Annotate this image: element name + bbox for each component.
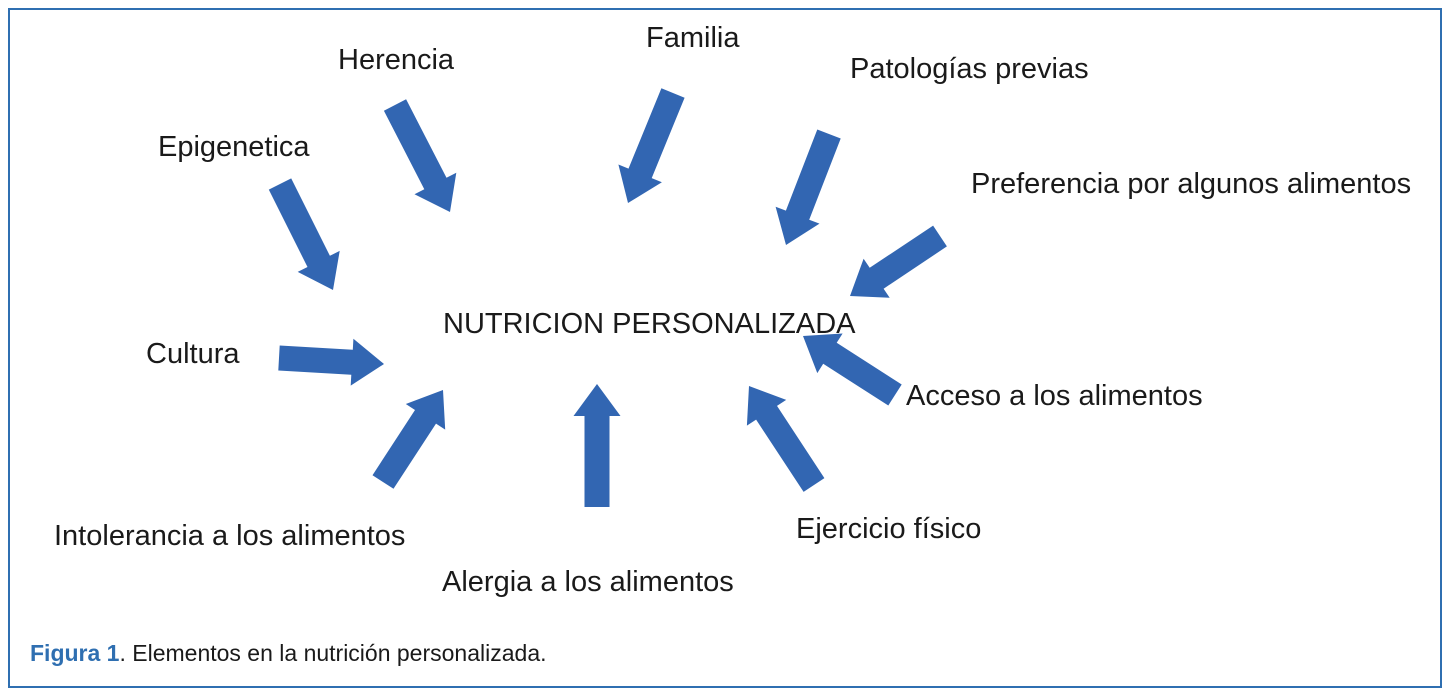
factor-label-intolerancia: Intolerancia a los alimentos: [54, 520, 406, 552]
center-label: NUTRICION PERSONALIZADA: [443, 308, 856, 340]
factor-label-alergia: Alergia a los alimentos: [442, 566, 734, 598]
arrow-patologias: [775, 129, 841, 245]
figure-frame: [8, 8, 1442, 688]
arrow-epigenetica: [268, 178, 340, 290]
factor-label-ejercicio: Ejercicio físico: [796, 513, 982, 545]
factor-label-acceso: Acceso a los alimentos: [906, 380, 1203, 412]
figure-caption: Figura 1. Elementos en la nutrición pers…: [30, 640, 547, 667]
arrow-intolerancia: [372, 390, 446, 489]
factor-label-preferencia: Preferencia por algunos alimentos: [971, 168, 1412, 200]
arrow-herencia: [383, 99, 457, 212]
factor-label-familia: Familia: [646, 22, 740, 54]
arrow-ejercicio: [746, 386, 825, 492]
caption-figure-label: Figura 1: [30, 640, 120, 666]
factor-label-patologias: Patologías previas: [850, 53, 1089, 85]
caption-text: . Elementos en la nutrición personalizad…: [119, 640, 547, 666]
factor-label-epigenetica: Epigenetica: [158, 131, 310, 163]
arrow-preferencia: [850, 225, 947, 298]
arrow-alergia: [573, 384, 621, 507]
factor-label-cultura: Cultura: [146, 338, 240, 370]
arrow-acceso: [803, 333, 902, 406]
factor-label-herencia: Herencia: [338, 44, 455, 76]
arrow-familia: [618, 88, 685, 203]
arrow-cultura: [278, 338, 384, 386]
